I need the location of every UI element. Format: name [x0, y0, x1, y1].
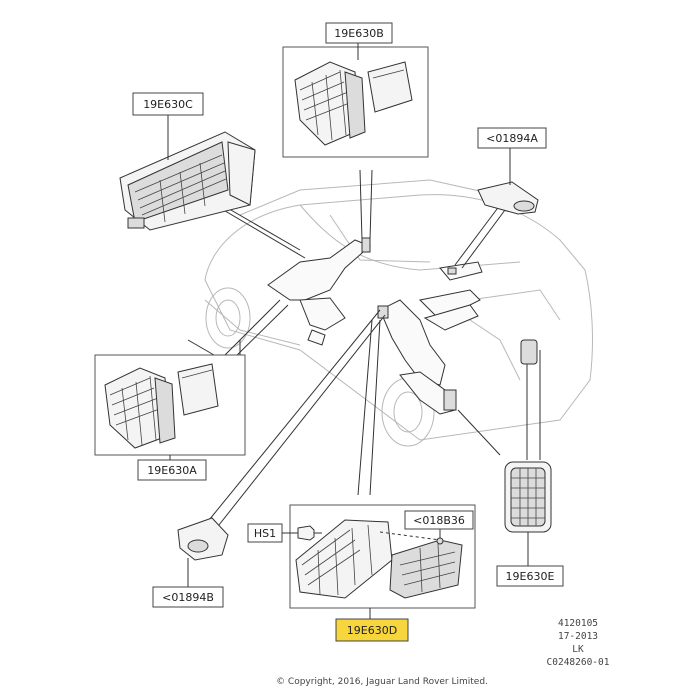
callout-19e630a: 19E630A — [137, 455, 207, 481]
bracket-01894a — [477, 181, 539, 215]
fastener-icon — [297, 525, 322, 541]
frame-19e630a — [94, 354, 246, 456]
callout-01894a: <01894A — [477, 127, 547, 185]
callout-19e630c-text: 19E630C — [143, 98, 193, 111]
callout-018b36: <018B36 — [404, 510, 474, 538]
callout-018b36-text: <018B36 — [413, 514, 465, 527]
grille-19e630c — [119, 131, 256, 231]
callout-hs1-text: HS1 — [254, 527, 276, 540]
callout-19e630e: 19E630E — [496, 532, 564, 587]
bracket-01894b — [177, 517, 229, 561]
frame-19e630b — [282, 46, 429, 158]
callout-hs1: HS1 — [247, 523, 298, 543]
copyright-text: © Copyright, 2016, Jaguar Land Rover Lim… — [276, 677, 488, 687]
callout-19e630b: 19E630B — [325, 22, 393, 60]
callout-19e630c: 19E630C — [132, 92, 204, 160]
grille-19e630e — [504, 339, 552, 533]
callout-19e630a-text: 19E630A — [147, 464, 197, 477]
duct-icon — [267, 237, 483, 415]
callout-19e630e-text: 19E630E — [506, 570, 555, 583]
meta-line-4: C0248260-01 — [547, 657, 610, 668]
callout-01894b: <01894B — [152, 558, 224, 608]
leader-lines — [187, 169, 541, 531]
callout-19e630d-text: 19E630D — [347, 624, 397, 637]
meta-line-2: 17-2013 — [558, 631, 598, 642]
illustration-meta: 4120105 17-2013 LK C0248260-01 — [547, 618, 610, 668]
callout-01894a-text: <01894A — [486, 132, 538, 145]
meta-line-3: LK — [572, 644, 584, 655]
meta-line-1: 4120105 — [558, 618, 598, 629]
callout-19e630b-text: 19E630B — [334, 27, 384, 40]
callout-01894b-text: <01894B — [162, 591, 214, 604]
callout-19e630d: 19E630D — [335, 608, 409, 642]
